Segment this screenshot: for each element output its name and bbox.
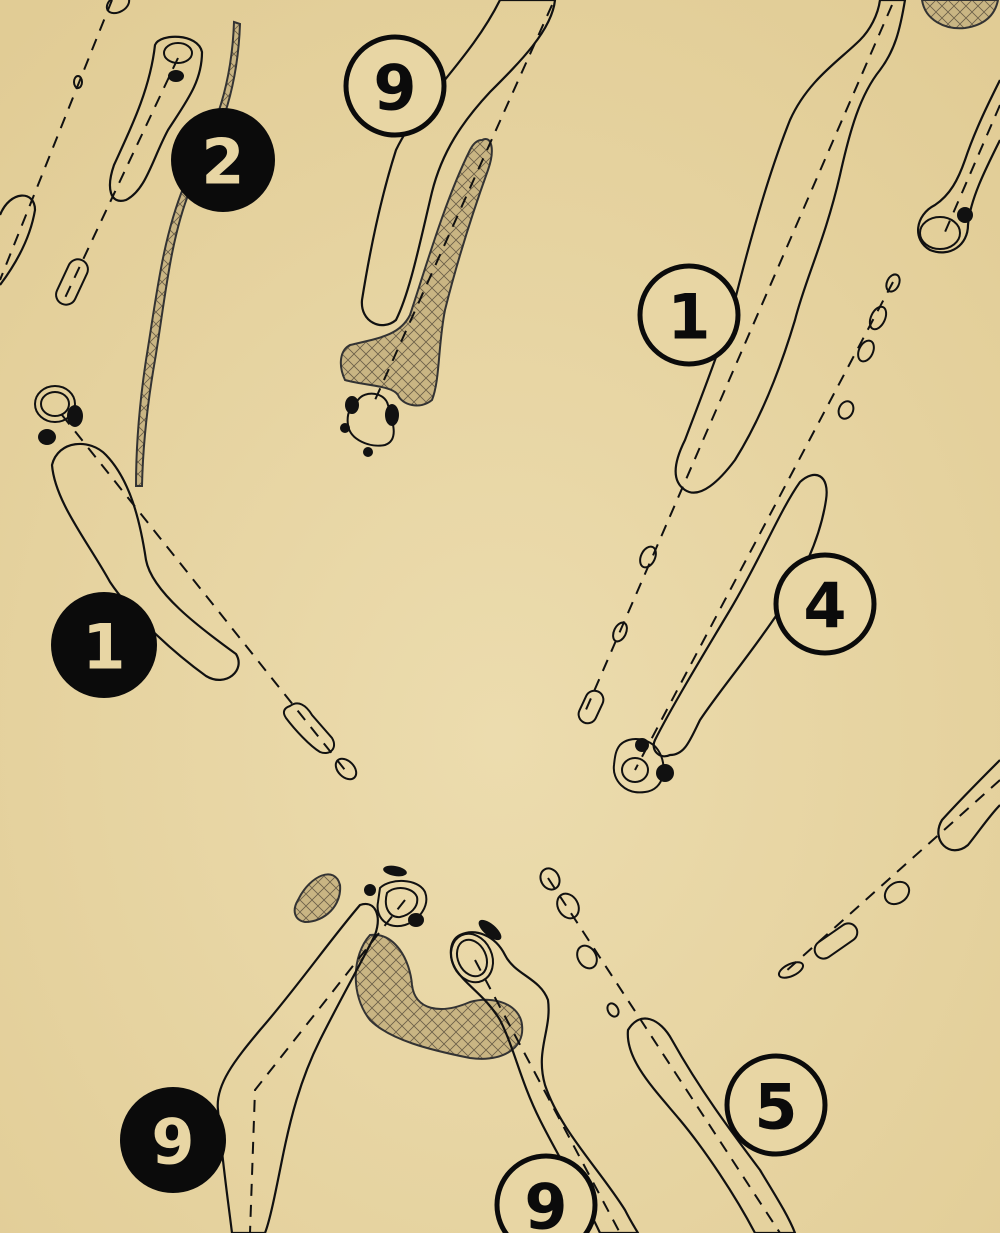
fairway	[360, 0, 557, 327]
green	[163, 42, 193, 64]
fairway	[216, 902, 379, 1233]
hole-right-edge-partial	[777, 759, 1000, 979]
green	[450, 932, 494, 984]
tee-box	[55, 258, 89, 306]
fairway	[108, 35, 204, 202]
hole-1-right	[577, 0, 907, 725]
hole-marker-9-top: 9	[343, 34, 447, 138]
hole-number: 1	[82, 611, 125, 684]
green	[919, 216, 961, 250]
hole-marker-4: 4	[773, 552, 877, 656]
hole-5	[539, 867, 797, 1233]
hole-number: 5	[754, 1071, 797, 1144]
hole-number: 4	[803, 570, 846, 643]
hole-9-top	[339, 0, 557, 457]
hole-number: 1	[667, 281, 710, 354]
fairway	[674, 0, 907, 494]
hole-4	[612, 273, 901, 794]
hazard	[920, 0, 1000, 30]
hole-number: 9	[373, 52, 416, 125]
hole-marker-5: 5	[724, 1053, 828, 1157]
hazard	[339, 138, 493, 407]
hazard	[293, 873, 342, 924]
hole-9-bottom-left	[216, 865, 524, 1233]
hole-number: 9	[524, 1171, 567, 1233]
hole-number: 9	[151, 1106, 194, 1179]
hole-marker-2: 2	[171, 108, 275, 212]
hazard	[354, 933, 524, 1060]
hole-marker-9-bottom-right: 9	[494, 1153, 598, 1233]
hole-1-left	[34, 385, 358, 781]
fairway	[626, 1017, 797, 1233]
hole-number: 2	[201, 126, 244, 199]
hole-top-right-partial	[917, 0, 1000, 254]
green	[346, 392, 395, 447]
tee-box	[282, 702, 336, 754]
fairway	[50, 442, 240, 681]
green	[376, 880, 428, 928]
green	[612, 738, 665, 794]
hole-marker-1-left: 1	[51, 592, 157, 698]
hole-9-bottom-right	[449, 919, 640, 1233]
fairway	[449, 931, 640, 1233]
green	[34, 385, 76, 423]
fairway	[652, 473, 828, 758]
hole-marker-9-bottom-left: 9	[120, 1087, 226, 1193]
hole-top-left-partial	[0, 0, 131, 286]
fairway	[937, 759, 1000, 852]
hole-marker-1-right: 1	[637, 263, 741, 367]
